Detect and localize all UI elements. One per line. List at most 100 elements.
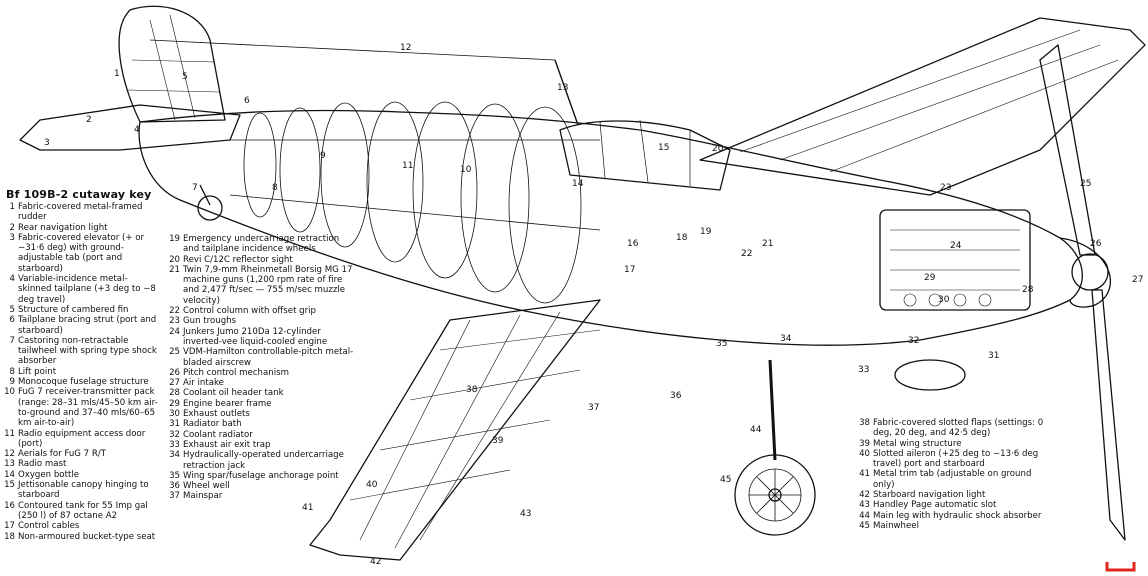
key-item-text: Structure of cambered fin xyxy=(18,304,129,315)
key-item-number: 23 xyxy=(169,316,180,327)
key-item-text: Gun troughs xyxy=(183,316,237,327)
key-item-number: 11 xyxy=(4,428,15,439)
key-item-number: 37 xyxy=(169,491,180,502)
key-item-number: 3 xyxy=(9,232,15,243)
tailwheel xyxy=(197,195,223,221)
callout-5: 5 xyxy=(182,72,188,82)
key-item-number: 28 xyxy=(169,388,180,399)
key-item-number: 7 xyxy=(9,335,15,346)
key-item-number: 4 xyxy=(9,274,15,285)
key-item-text: Tailplane bracing strut (port and starbo… xyxy=(18,315,157,336)
key-item-text: Handley Page automatic slot xyxy=(873,500,997,511)
callout-4: 4 xyxy=(134,125,140,135)
key-item-text: Exhaust air exit trap xyxy=(183,439,271,450)
callout-41: 41 xyxy=(302,503,313,513)
key-item-text: Wing spar/fuselage anchorage point xyxy=(183,470,339,481)
callout-20: 20 xyxy=(712,144,724,154)
key-item-text: Hydraulically-operated undercarriage ret… xyxy=(183,450,344,471)
key-item-text: Mainwheel xyxy=(873,520,919,531)
key-item-text: Revi C/12C reflector sight xyxy=(183,254,293,265)
tail-fin xyxy=(118,5,226,123)
callout-44: 44 xyxy=(750,425,762,435)
key-item-text: Engine bearer frame xyxy=(183,398,272,409)
key-item-number: 42 xyxy=(859,490,870,501)
callout-8: 8 xyxy=(272,183,278,193)
callout-38: 38 xyxy=(466,385,478,395)
key-item-number: 10 xyxy=(4,387,15,398)
callout-16: 16 xyxy=(627,239,639,249)
key-item-text: Control column with offset grip xyxy=(183,306,317,317)
key-item-number: 31 xyxy=(169,419,180,430)
propeller-blade-upper xyxy=(1039,44,1096,256)
callout-32: 32 xyxy=(908,336,919,346)
key-item-text: Twin 7,9-mm Rheinmetall Borsig MG 17 mac… xyxy=(183,264,353,306)
callout-27: 27 xyxy=(1132,275,1143,285)
callout-24: 24 xyxy=(950,241,962,251)
fuselage xyxy=(138,109,1083,346)
key-item-text: Radio mast xyxy=(18,459,67,470)
callout-10: 10 xyxy=(460,165,472,175)
callout-9: 9 xyxy=(320,151,326,161)
callout-19: 19 xyxy=(700,227,712,237)
key-item-number: 17 xyxy=(4,521,15,532)
key-item-text: Starboard navigation light xyxy=(873,490,986,501)
key-item-text: Fabric-covered elevator (+ or −31·6 deg)… xyxy=(18,232,145,274)
key-item-text: Metal trim tab (adjustable on ground onl… xyxy=(873,469,1032,490)
key-item-number: 13 xyxy=(4,459,15,470)
key-item-text: Control cables xyxy=(18,521,80,532)
key-item-number: 2 xyxy=(9,222,15,233)
callout-42: 42 xyxy=(370,557,381,567)
key-item-number: 12 xyxy=(4,449,15,460)
key-item-number: 9 xyxy=(9,377,15,388)
key-item-number: 6 xyxy=(9,315,15,326)
callout-40: 40 xyxy=(366,480,378,490)
callout-29: 29 xyxy=(924,273,936,283)
key-item-number: 43 xyxy=(859,500,870,511)
key-item-text: Contoured tank for 55 Imp gal (250 l) of… xyxy=(18,500,148,521)
key-item-number: 45 xyxy=(859,520,870,531)
key-item-number: 5 xyxy=(9,304,15,315)
key-item-text: Exhaust outlets xyxy=(183,409,250,420)
mainwheel xyxy=(734,454,816,536)
key-item-number: 36 xyxy=(169,481,180,492)
key-item-number: 33 xyxy=(169,439,180,450)
key-item-text: VDM-Hamilton controllable-pitch metal-bl… xyxy=(183,347,354,368)
key-item-text: Emergency undercarriage retraction and t… xyxy=(183,234,340,255)
key-item-number: 29 xyxy=(169,398,180,409)
callout-39: 39 xyxy=(492,436,504,446)
callout-26: 26 xyxy=(1090,239,1102,249)
key-item-text: Main leg with hydraulic shock absorber xyxy=(873,510,1042,521)
key-item-text: Metal wing structure xyxy=(873,438,962,449)
callout-21: 21 xyxy=(762,239,773,249)
callout-15: 15 xyxy=(658,143,669,153)
callout-23: 23 xyxy=(940,183,951,193)
key-item-text: Rear navigation light xyxy=(18,222,108,233)
key-item-text: Mainspar xyxy=(183,491,223,502)
key-item-text: Coolant oil header tank xyxy=(183,388,284,399)
key-item-text: Radio equipment access door (port) xyxy=(18,428,146,449)
